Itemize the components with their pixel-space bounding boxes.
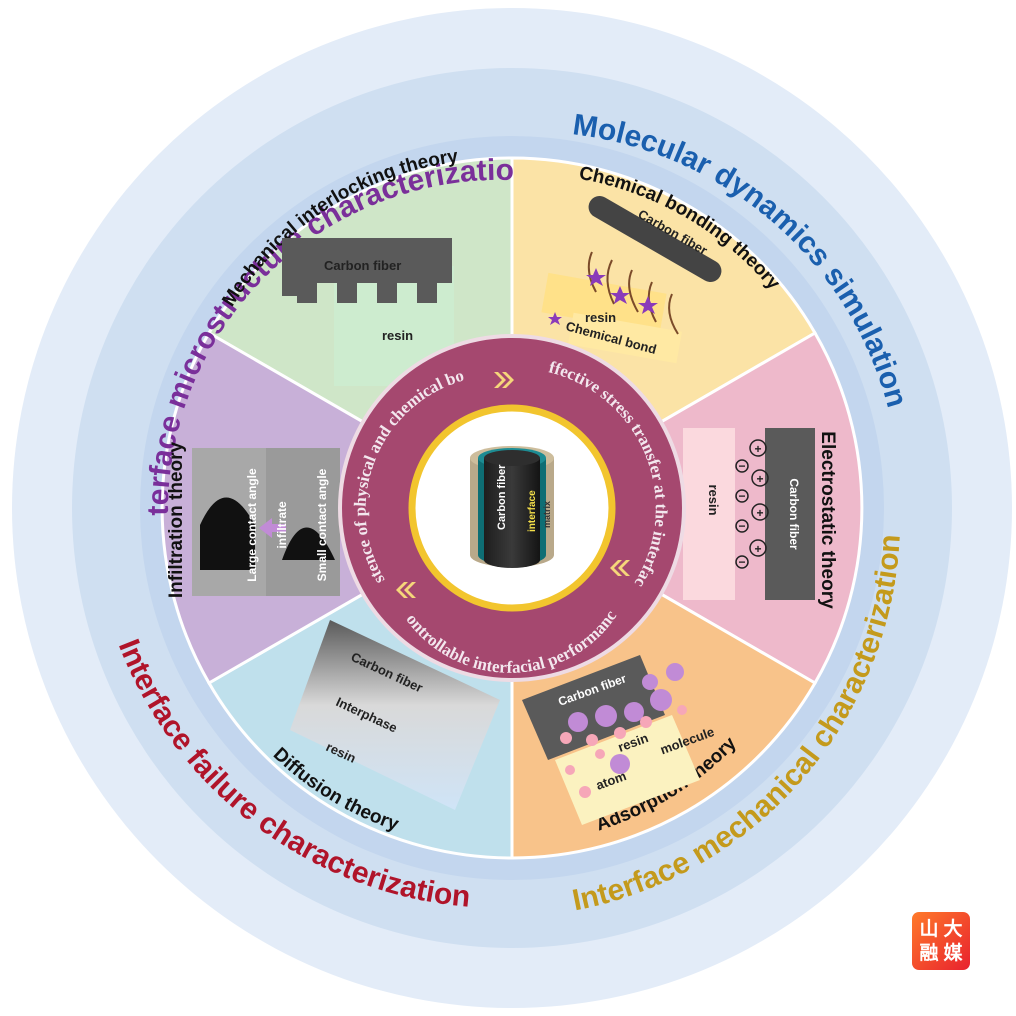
core-interface-label: interface bbox=[527, 490, 538, 532]
svg-text:+: + bbox=[754, 442, 761, 456]
electrostatic-illustration: resin Carbon fiber +−+ −+− +− bbox=[683, 428, 815, 600]
mech-carbon-fiber-label: Carbon fiber bbox=[324, 258, 401, 273]
infiltration-illustration: Large contact angle infiltrate Small con… bbox=[192, 448, 340, 596]
media-logo: 山 大 融 媒 bbox=[912, 912, 970, 970]
logo-char: 山 bbox=[919, 917, 939, 940]
infiltrate-label: infiltrate bbox=[275, 501, 289, 549]
small-contact-angle-label: Small contact angle bbox=[315, 468, 329, 581]
svg-text:+: + bbox=[756, 506, 763, 520]
adsorption-illustration: Carbon fiber resin atom molecule bbox=[522, 655, 716, 825]
svg-text:+: + bbox=[756, 472, 763, 486]
electro-resin-label: resin bbox=[706, 484, 721, 515]
large-contact-angle-label: Large contact angle bbox=[245, 468, 259, 582]
charge-symbols bbox=[735, 439, 769, 569]
svg-text:−: − bbox=[738, 519, 745, 533]
svg-text:−: − bbox=[738, 489, 745, 503]
logo-char: 媒 bbox=[943, 941, 963, 964]
svg-text:+: + bbox=[754, 542, 761, 556]
title-electrostatic: Electrostatic theory bbox=[817, 431, 838, 609]
svg-text:−: − bbox=[738, 555, 745, 569]
core-matrix-label: matrix bbox=[542, 501, 552, 528]
logo-char: 融 bbox=[919, 941, 939, 964]
mech-resin-label: resin bbox=[382, 328, 413, 343]
svg-text:−: − bbox=[738, 459, 745, 473]
inner-chevrons bbox=[396, 372, 630, 598]
chem-resin-label: resin bbox=[585, 310, 616, 325]
logo-char: 大 bbox=[943, 917, 963, 940]
title-infiltration: Infiltration theory bbox=[166, 441, 187, 598]
electro-carbon-fiber-label: Carbon fiber bbox=[787, 478, 801, 550]
core-fiber-illustration: Carbon fiber interface matrix bbox=[408, 404, 616, 612]
core-carbon-fiber-label: Carbon fiber bbox=[496, 464, 508, 530]
